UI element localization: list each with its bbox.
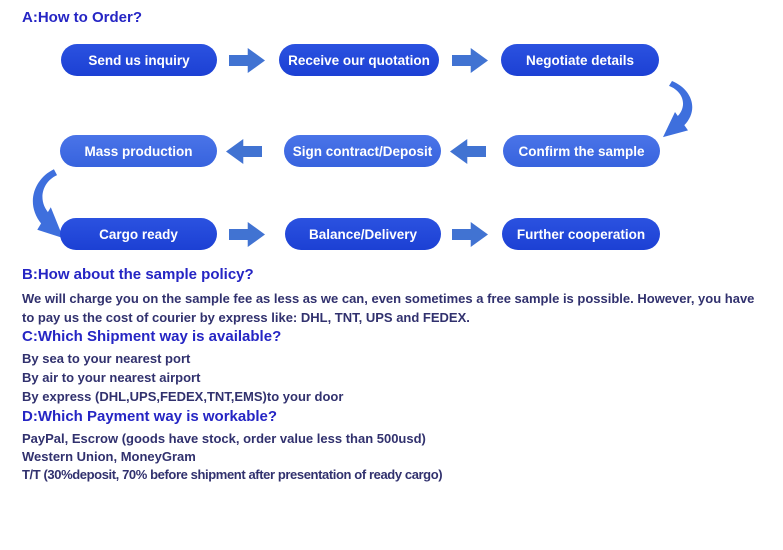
section-d-heading: D:Which Payment way is workable? [22, 408, 278, 425]
section-b-heading: B:How about the sample policy? [22, 266, 254, 283]
shipment-option-express: By express (DHL,UPS,FEDEX,TNT,EMS)to you… [22, 389, 344, 404]
arrow-right-icon [229, 222, 265, 247]
section-b-body: We will charge you on the sample fee as … [22, 291, 755, 325]
section-c-heading: C:Which Shipment way is available? [22, 328, 282, 345]
arrow-right-icon [229, 48, 265, 73]
arrow-right-icon [452, 222, 488, 247]
shipment-option-sea: By sea to your nearest port [22, 351, 191, 366]
payment-option-paypal-escrow: PayPal, Escrow (goods have stock, order … [22, 431, 426, 446]
section-a-heading: A:How to Order? [22, 9, 142, 26]
payment-option-wu-moneygram: Western Union, MoneyGram [22, 449, 196, 464]
flow-step-balance-delivery: Balance/Delivery [285, 218, 441, 250]
flow-step-send-us-inquiry: Send us inquiry [61, 44, 217, 76]
curved-arrow-down-right-icon [32, 169, 64, 239]
payment-option-tt: T/T (30%deposit, 70% before shipment aft… [22, 467, 443, 482]
flow-step-cargo-ready: Cargo ready [60, 218, 217, 250]
flow-step-negotiate-details: Negotiate details [501, 44, 659, 76]
arrow-right-icon [452, 48, 488, 73]
flow-step-confirm-sample: Confirm the sample [503, 135, 660, 167]
arrow-left-icon [450, 139, 486, 164]
curved-arrow-down-left-icon [663, 80, 693, 138]
flow-step-further-cooperation: Further cooperation [502, 218, 660, 250]
flow-step-sign-contract-deposit: Sign contract/Deposit [284, 135, 441, 167]
arrow-left-icon [226, 139, 262, 164]
shipment-option-air: By air to your nearest airport [22, 370, 201, 385]
flow-step-mass-production: Mass production [60, 135, 217, 167]
flow-step-receive-quotation: Receive our quotation [279, 44, 439, 76]
